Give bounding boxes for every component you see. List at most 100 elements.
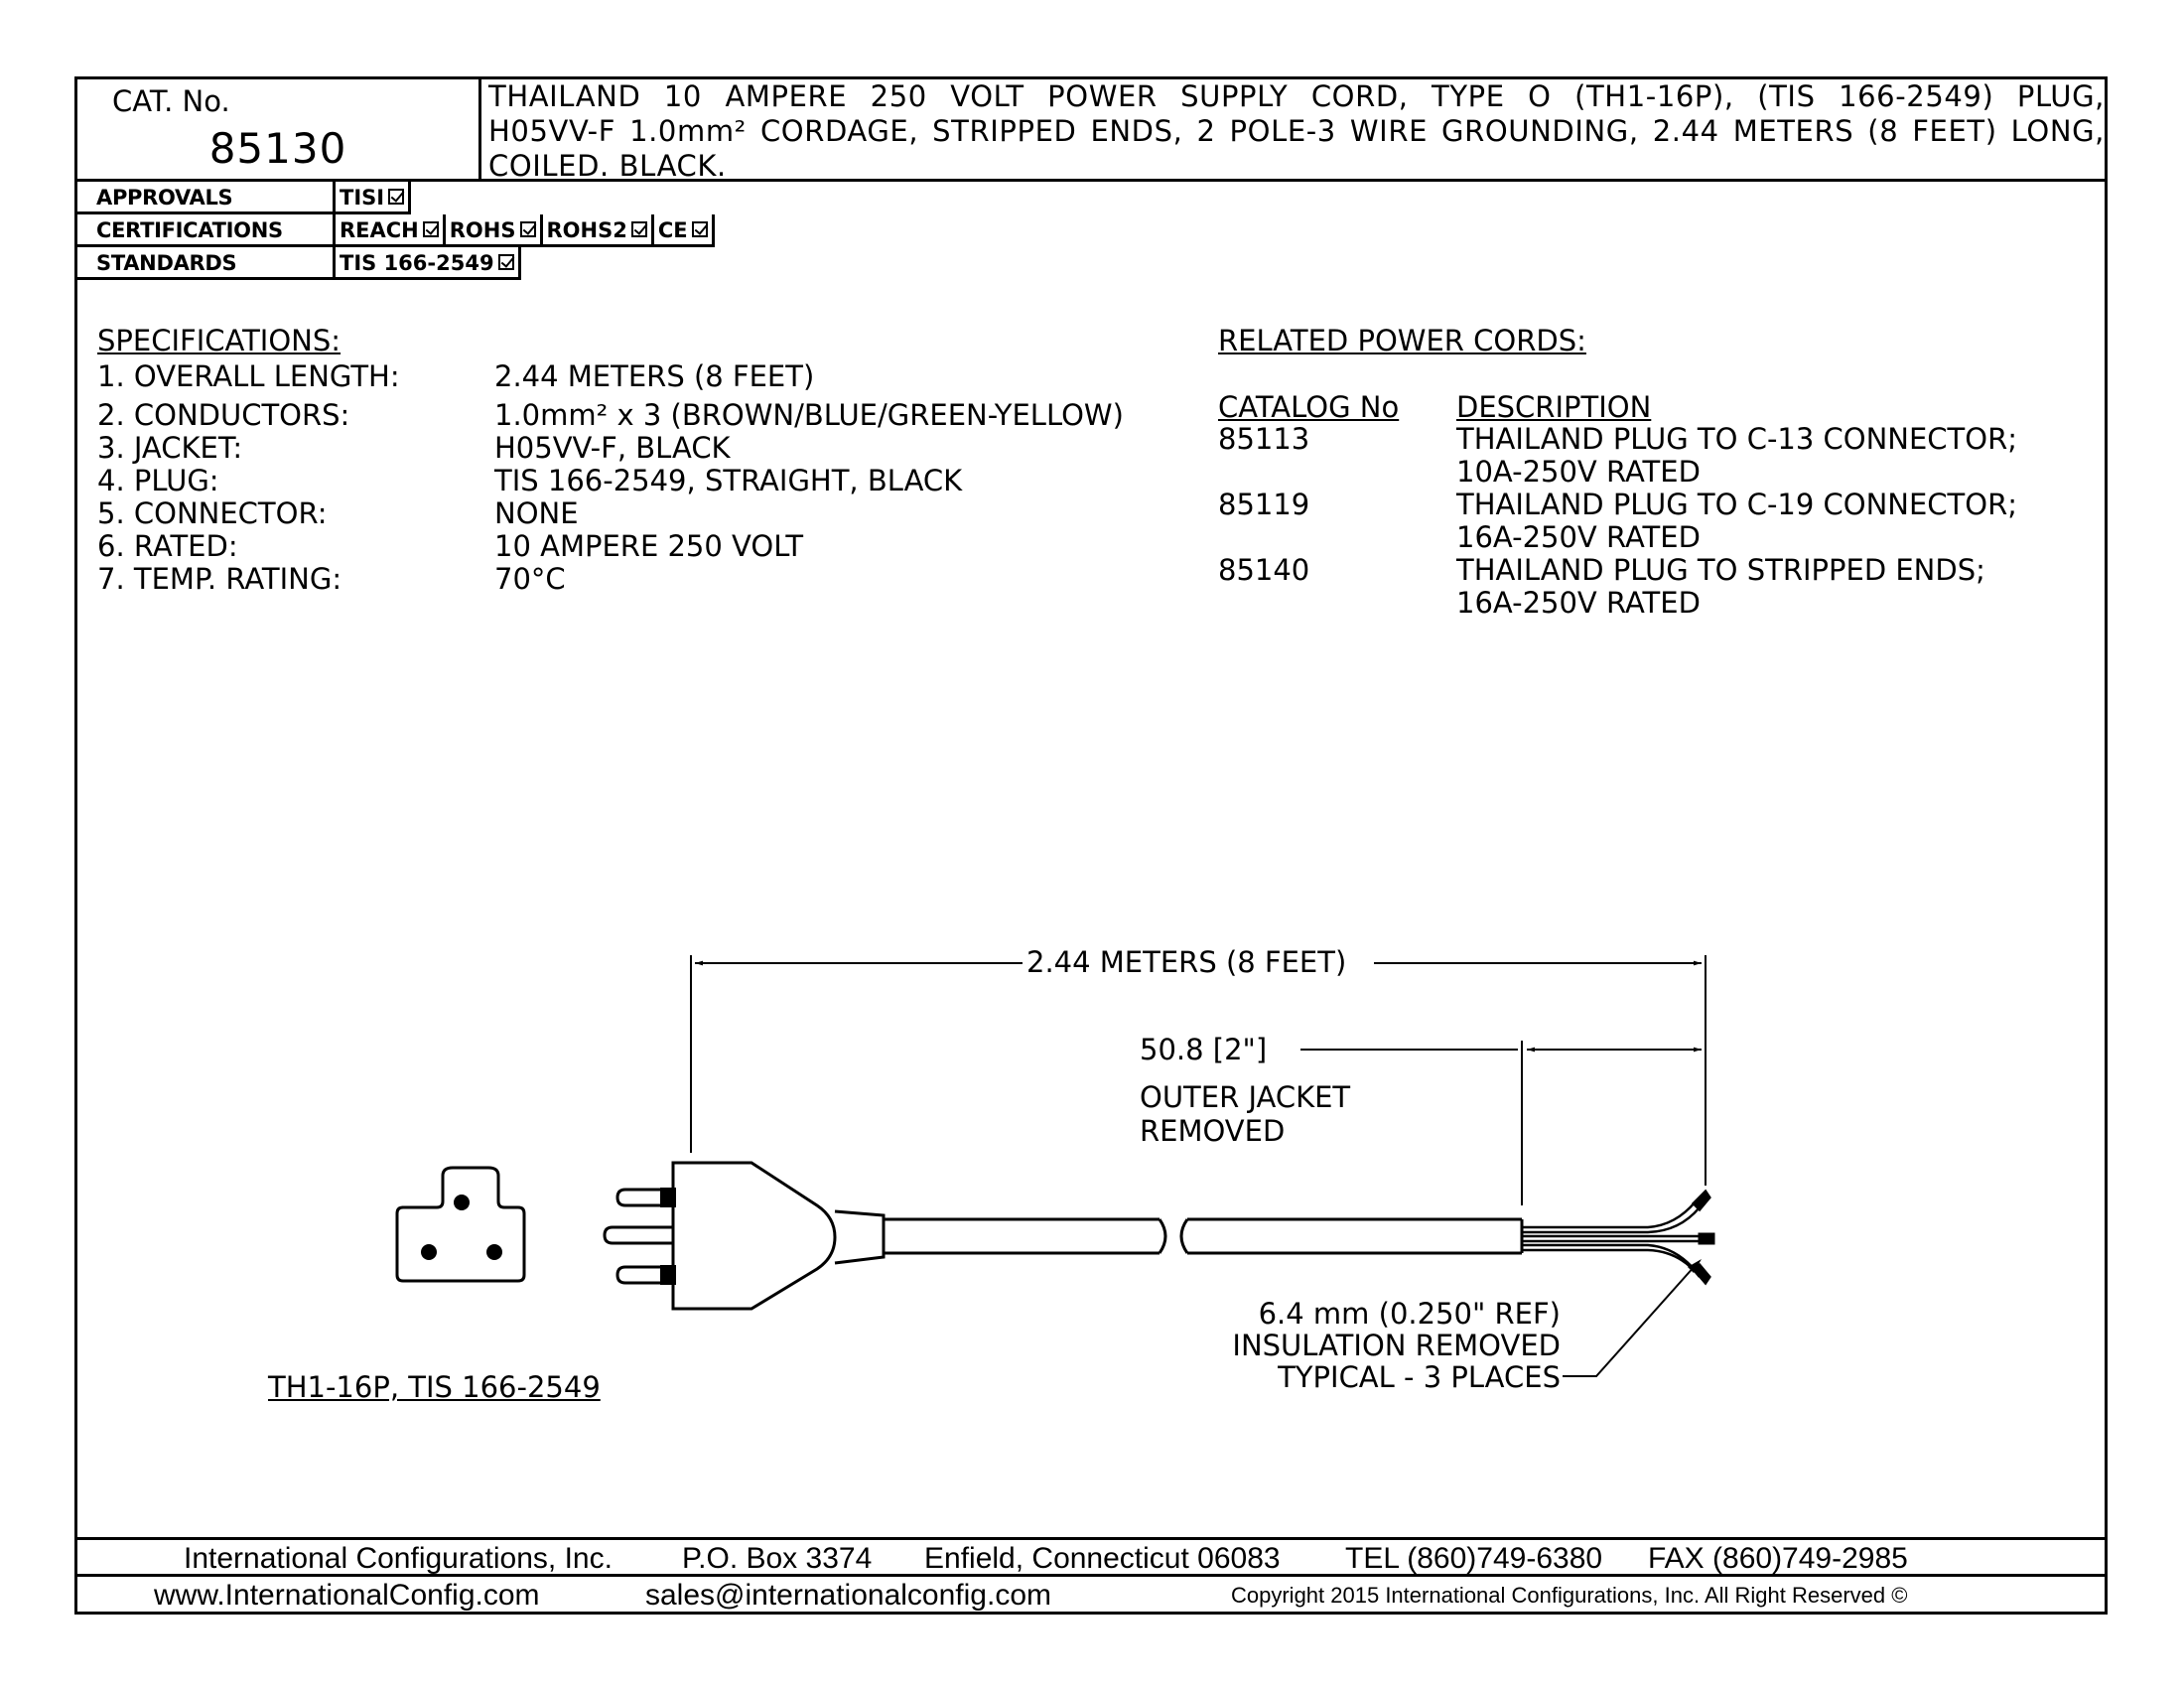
certifications-label: CERTIFICATIONS — [74, 214, 336, 244]
insulation-note-1: 6.4 mm (0.250" REF) — [1258, 1297, 1561, 1331]
insulation-leader — [1563, 1264, 1697, 1377]
description-line-3: COILED. BLACK. — [488, 149, 727, 183]
spec-label: 4. PLUG: — [97, 464, 219, 497]
footer-po-box: P.O. Box 3374 — [682, 1542, 873, 1575]
spec-value: 10 AMPERE 250 VOLT — [494, 529, 804, 563]
pin-sleeve-top — [660, 1188, 676, 1207]
wire-tip-bottom — [1691, 1263, 1711, 1286]
related-desc: THAILAND PLUG TO C-13 CONNECTOR; — [1456, 422, 2018, 456]
cord-segment-right — [1187, 1217, 1522, 1255]
cord-segment-left — [884, 1217, 1160, 1255]
dim-overall-length: 2.44 METERS (8 FEET) — [1024, 945, 1349, 979]
related-catalog: 85140 — [1218, 553, 1310, 587]
insulation-leader-arrow — [1688, 1259, 1702, 1273]
spec-value: 1.0mm² x 3 (BROWN/BLUE/GREEN-YELLOW) — [494, 398, 1124, 432]
insulation-note-2: INSULATION REMOVED — [1232, 1329, 1561, 1362]
cert-rohs-text: ROHS — [449, 218, 516, 242]
wire-bottom-b — [1522, 1248, 1701, 1278]
insulation-note-3: TYPICAL - 3 PLACES — [1278, 1360, 1561, 1394]
strain-relief — [834, 1209, 886, 1265]
footer-copyright: Copyright 2015 International Configurati… — [1231, 1583, 1908, 1608]
catalog-number: 85130 — [208, 124, 347, 173]
drawing-sheet-border — [74, 76, 2108, 1615]
plug-face-pin-right — [486, 1244, 502, 1260]
certifications-row: CERTIFICATIONS REACH ROHS ROHS2 CE — [74, 214, 715, 247]
wire-top — [1522, 1200, 1697, 1229]
related-col-description: DESCRIPTION — [1456, 390, 1652, 424]
related-desc: THAILAND PLUG TO STRIPPED ENDS; — [1456, 553, 1985, 587]
specifications-heading: SPECIFICATIONS: — [97, 324, 341, 357]
cord-break-left — [1158, 1218, 1167, 1254]
spec-label: 5. CONNECTOR: — [97, 496, 328, 530]
plug-face-outline — [395, 1166, 526, 1283]
spec-label: 3. JACKET: — [97, 431, 243, 465]
standards-label: STANDARDS — [74, 247, 336, 277]
description-line-1: THAILAND 10 AMPERE 250 VOLT POWER SUPPLY… — [488, 79, 2105, 113]
cert-ce: CE — [654, 214, 715, 244]
description-line-2: H05VV-F 1.0mm² CORDAGE, STRIPPED ENDS, 2… — [488, 114, 2105, 148]
approvals-label: APPROVALS — [74, 182, 336, 211]
spec-value: 70°C — [494, 562, 566, 596]
cert-reach: REACH — [336, 214, 446, 244]
strip-note-1: OUTER JACKET — [1140, 1080, 1351, 1114]
approval-tisi: TISI — [336, 182, 412, 211]
checkbox-checked-icon — [422, 221, 439, 237]
checkbox-checked-icon — [630, 221, 647, 237]
footer-website[interactable]: www.InternationalConfig.com — [154, 1579, 540, 1612]
pin-sleeve-bottom — [660, 1265, 676, 1285]
product-description: THAILAND 10 AMPERE 250 VOLT POWER SUPPLY… — [488, 79, 2105, 184]
spec-value: TIS 166-2549, STRAIGHT, BLACK — [494, 464, 963, 497]
plug-face-pin-left — [421, 1244, 437, 1260]
standard-tis-text: TIS 166-2549 — [340, 251, 494, 275]
checkbox-checked-icon — [519, 221, 536, 237]
plug-pin-top — [615, 1188, 673, 1207]
cert-rohs2-text: ROHS2 — [546, 218, 627, 242]
related-heading: RELATED POWER CORDS: — [1218, 324, 1586, 357]
spec-label: 2. CONDUCTORS: — [97, 398, 350, 432]
footer-tel: TEL (860)749-6380 — [1345, 1542, 1603, 1575]
wire-top-b — [1522, 1206, 1701, 1234]
plug-type-label: TH1-16P, TIS 166-2549 — [268, 1370, 601, 1404]
related-desc: THAILAND PLUG TO C-19 CONNECTOR; — [1456, 488, 2018, 521]
spec-label: 6. RATED: — [97, 529, 238, 563]
related-desc: 16A-250V RATED — [1456, 520, 1701, 554]
approvals-row: APPROVALS TISI — [74, 182, 412, 214]
footer-contact-row: www.InternationalConfig.com sales@intern… — [74, 1577, 2108, 1615]
footer-email[interactable]: sales@internationalconfig.com — [645, 1579, 1051, 1612]
spec-label: 1. OVERALL LENGTH: — [97, 359, 400, 393]
wire-tip-middle — [1698, 1232, 1715, 1245]
plug-face-earth-pin — [454, 1195, 470, 1210]
footer-company: International Configurations, Inc. — [184, 1542, 613, 1575]
plug-pin-middle — [603, 1225, 673, 1245]
cert-rohs: ROHS — [446, 214, 543, 244]
spec-value: NONE — [494, 496, 579, 530]
catalog-cell: CAT. No. 85130 — [74, 76, 481, 182]
checkbox-checked-icon — [388, 189, 405, 205]
plug-body — [671, 1161, 837, 1311]
footer-address-row: International Configurations, Inc. P.O. … — [74, 1537, 2108, 1577]
title-block — [74, 76, 2108, 182]
cert-ce-text: CE — [657, 218, 688, 242]
standard-tis: TIS 166-2549 — [336, 247, 521, 277]
checkbox-checked-icon — [691, 221, 708, 237]
related-catalog: 85119 — [1218, 488, 1310, 521]
catalog-label: CAT. No. — [112, 84, 230, 118]
related-desc: 10A-250V RATED — [1456, 455, 1701, 489]
related-catalog: 85113 — [1218, 422, 1310, 456]
footer-city: Enfield, Connecticut 06083 — [924, 1542, 1281, 1575]
spec-label: 7. TEMP. RATING: — [97, 562, 342, 596]
wire-tip-top — [1691, 1189, 1711, 1212]
cord-break-right — [1179, 1218, 1189, 1254]
spec-value: 2.44 METERS (8 FEET) — [494, 359, 815, 393]
cert-rohs2: ROHS2 — [543, 214, 654, 244]
dim-strip-length: 50.8 [2"] — [1140, 1033, 1268, 1066]
related-col-catalog: CATALOG No — [1218, 390, 1400, 424]
footer-fax: FAX (860)749-2985 — [1648, 1542, 1908, 1575]
cert-reach-text: REACH — [340, 218, 419, 242]
strip-note-2: REMOVED — [1140, 1114, 1286, 1148]
checkbox-checked-icon — [497, 254, 514, 270]
related-desc: 16A-250V RATED — [1456, 586, 1701, 620]
approval-tisi-text: TISI — [340, 186, 385, 210]
standards-row: STANDARDS TIS 166-2549 — [74, 247, 521, 280]
